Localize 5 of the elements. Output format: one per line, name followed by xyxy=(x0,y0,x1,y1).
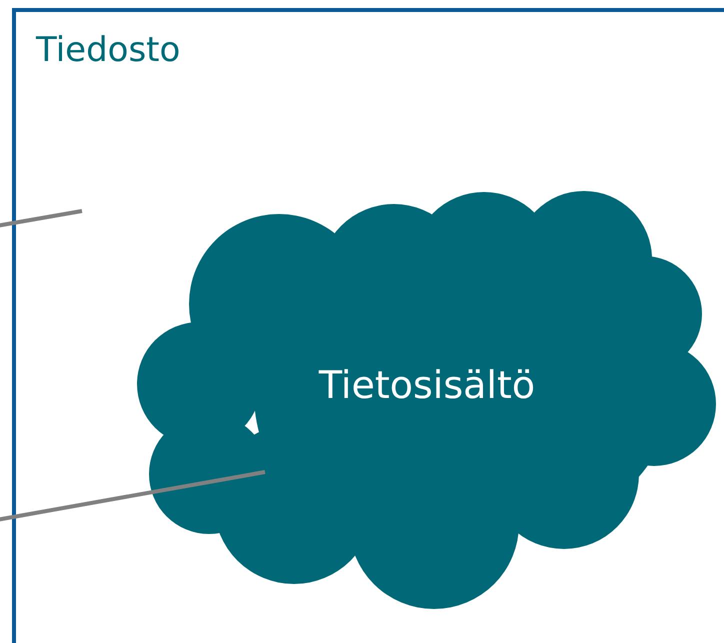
frame-title: Tiedosto xyxy=(36,30,180,70)
file-frame xyxy=(12,8,724,643)
leader-line xyxy=(0,209,82,228)
cloud-label: Tietosisältö xyxy=(318,363,536,407)
leader-line xyxy=(0,470,266,522)
